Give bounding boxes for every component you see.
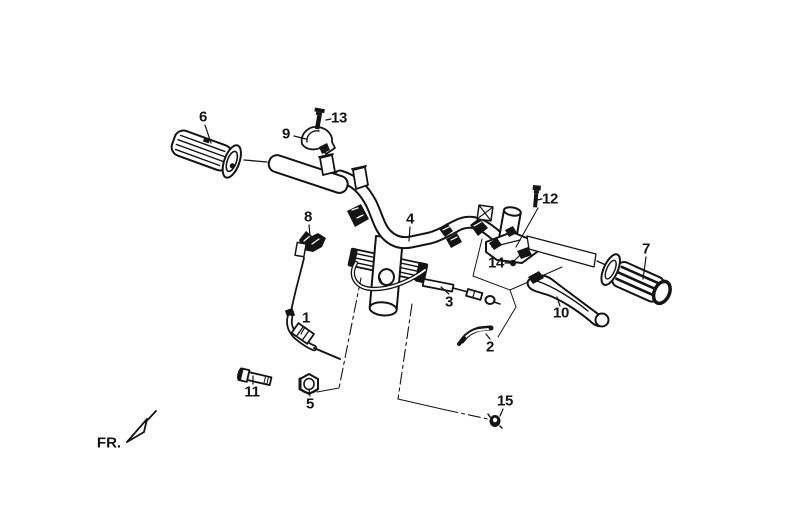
callout-10: 10: [552, 304, 570, 322]
throttle-cable: [284, 257, 341, 360]
callout-9: 9: [281, 125, 291, 143]
bolt-11: [237, 367, 273, 387]
callout-15: 15: [496, 392, 514, 410]
front-direction-label: FR.: [96, 434, 122, 452]
callout-4: 4: [405, 210, 415, 228]
nut-5: [298, 373, 319, 395]
callout-11: 11: [244, 383, 260, 401]
callout-8: 8: [303, 208, 313, 226]
lever-pivot-bolt: [509, 251, 524, 267]
cable-end-2: [457, 325, 494, 346]
leader-lines: [204, 118, 647, 417]
clamp-screw: [314, 107, 325, 130]
panel-edge: [526, 235, 597, 268]
front-direction-arrow: [126, 410, 157, 443]
callout-14: 14: [487, 254, 505, 272]
callout-7: 7: [641, 240, 651, 258]
handlebar: [267, 153, 519, 258]
nut-15: [487, 413, 503, 429]
steering-stem: [350, 235, 428, 317]
brake-lever: [526, 271, 610, 328]
callout-3: 3: [444, 293, 454, 311]
lever-screw: [515, 185, 541, 248]
callout-2: 2: [485, 338, 495, 356]
callout-5: 5: [305, 395, 315, 413]
callout-13: 13: [330, 109, 348, 127]
lever-bracket-assembly: [485, 206, 538, 264]
reference-centerlines: [316, 238, 563, 420]
callout-6: 6: [198, 108, 208, 126]
switch-bracket: [294, 231, 326, 258]
callout-12: 12: [541, 190, 559, 208]
cable-3: [421, 278, 501, 305]
right-grip: [596, 253, 672, 306]
callout-1: 1: [301, 309, 311, 327]
left-grip: [170, 129, 268, 179]
holder-clamp: [300, 126, 336, 155]
